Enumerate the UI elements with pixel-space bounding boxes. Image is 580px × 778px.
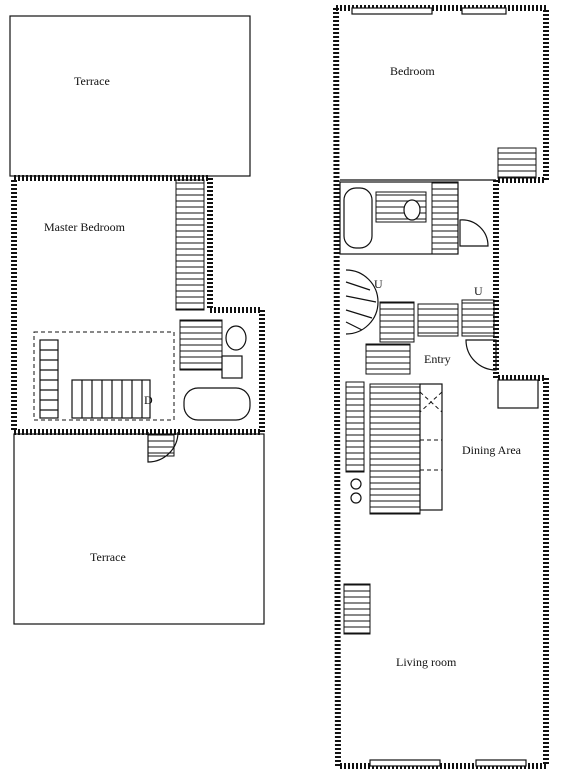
closet-block: [175, 179, 205, 311]
living-room-label: Living room: [396, 655, 457, 669]
main-floor-plan: Bedroom U U Entry Dinin: [332, 5, 549, 769]
stair-outline: [33, 331, 175, 421]
kitchen-counter: [369, 383, 421, 515]
dining-area-label: Dining Area: [462, 443, 522, 457]
entry-stair: [379, 301, 415, 343]
fireplace: [343, 583, 371, 635]
entry-door: [465, 339, 497, 371]
bedroom-label: Bedroom: [390, 64, 435, 78]
bedroom-window: [351, 7, 433, 15]
entry-stair-right: [461, 299, 495, 337]
main-linen: [431, 181, 459, 255]
kitchen-wall-cabinet: [345, 381, 365, 473]
kitchen-block: [365, 343, 411, 375]
bedroom-closet: [497, 147, 537, 179]
upper-floor-plan: Terrace Master Bedroom D Terrace: [9, 15, 265, 625]
entry-label: Entry: [424, 352, 451, 366]
bedroom-window-2: [461, 7, 507, 15]
upper-bathtub: [183, 387, 251, 421]
upper-stairs: [39, 339, 151, 419]
terrace-bottom-area: [13, 433, 265, 625]
u-mark-left: U: [374, 277, 383, 291]
main-floor-walls: [332, 5, 549, 769]
door-hatch: [147, 433, 175, 457]
main-bathtub: [343, 187, 373, 249]
terrace-bottom-label: Terrace: [90, 550, 126, 564]
terrace-top-label: Terrace: [74, 74, 110, 88]
living-window: [369, 759, 441, 767]
stove-burner-2: [350, 492, 362, 504]
terrace-top-area: [9, 15, 251, 177]
master-bedroom-label: Master Bedroom: [44, 220, 126, 234]
living-window-2: [475, 759, 527, 767]
spiral-stair: [345, 269, 379, 335]
kitchen-island: [419, 383, 443, 511]
bath-door: [459, 219, 489, 247]
entry-closet: [417, 303, 459, 337]
main-toilet: [403, 199, 421, 221]
upper-bath-cabinet: [179, 319, 223, 371]
u-mark-right: U: [474, 284, 483, 298]
stove-burner-1: [350, 478, 362, 490]
master-bedroom-walls: [11, 175, 265, 435]
dining-window: [497, 379, 539, 409]
upper-toilet: [225, 325, 247, 351]
down-mark: D: [144, 393, 153, 407]
upper-sink: [221, 355, 243, 379]
